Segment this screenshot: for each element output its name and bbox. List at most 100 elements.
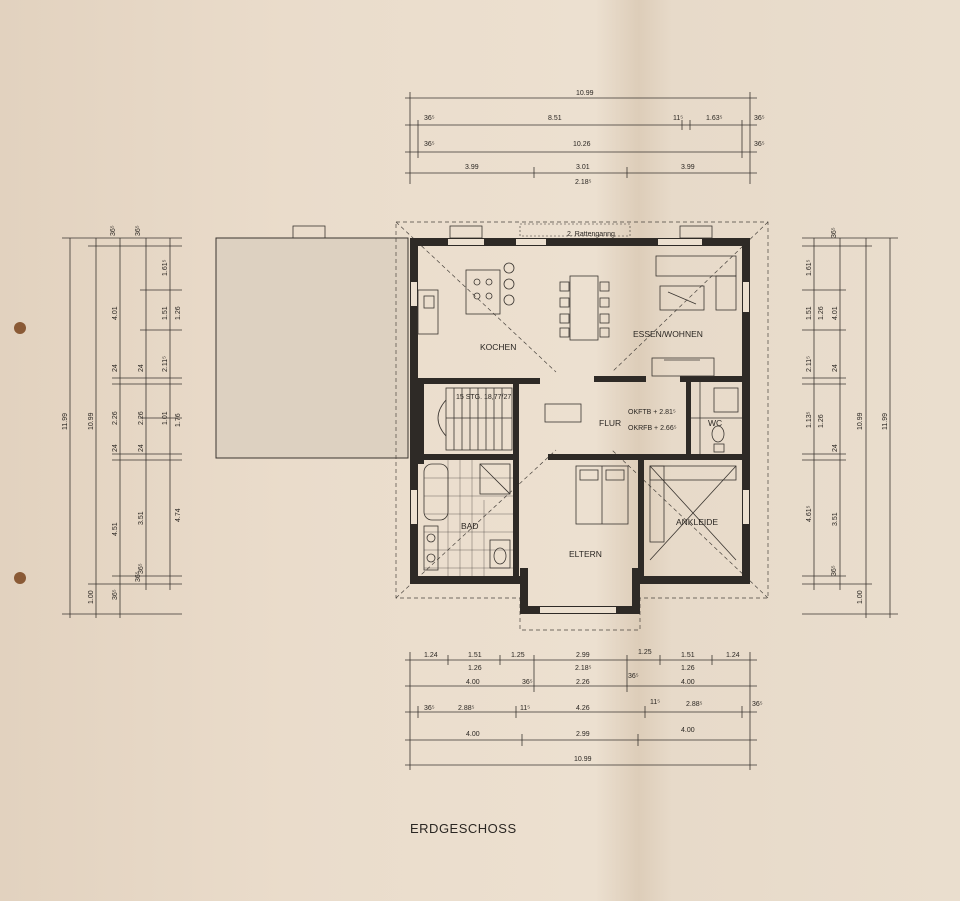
room-label-bad: BAD xyxy=(461,521,478,531)
top-dim-r3-a: 36⁵ xyxy=(424,141,435,148)
level-okftb: OKFTB + 2.81⁵ xyxy=(628,409,676,416)
left-dim-c4-g: 36⁵ xyxy=(135,225,142,236)
right-dimension-lines xyxy=(802,237,898,618)
left-dim-c4-c: 2.26 xyxy=(138,411,145,425)
room-label-flur: FLUR xyxy=(599,418,621,428)
skylight-2 xyxy=(449,225,483,239)
top-dim-r2-d: 1.63⁵ xyxy=(706,115,723,122)
room-label-essen-wohnen: ESSEN/WOHNEN xyxy=(633,329,703,339)
left-dim-c4-b: 24 xyxy=(138,364,145,372)
room-label-ankleide: ANKLEIDE xyxy=(676,517,718,527)
top-dim-r4-c: 2.18⁵ xyxy=(575,179,592,186)
right-dim-c3-a: 4.01 xyxy=(832,306,839,320)
left-dim-c3-a: 4.01 xyxy=(112,306,119,320)
left-dim-c6-c: 4.74 xyxy=(175,508,182,522)
bottom-dim-r4-b: 2.99 xyxy=(576,731,590,738)
bottom-dim-r1-e: 1.25 xyxy=(638,649,652,656)
top-dim-r4-b: 3.01 xyxy=(576,164,590,171)
bottom-dim-total: 10.99 xyxy=(574,756,592,763)
skylight-1 xyxy=(292,225,326,239)
left-dim-c5-e: 36⁵ xyxy=(135,571,142,582)
drawing-title: ERDGESCHOSS xyxy=(410,821,517,836)
right-dim-c1-f: 4.61⁵ xyxy=(806,505,813,522)
punch-hole-top xyxy=(14,322,26,334)
bottom-dim-r4-a: 4.00 xyxy=(466,731,480,738)
terrace-label: 2. Rattenganng xyxy=(567,231,615,238)
window-openings xyxy=(411,239,749,613)
right-dim-c2-c: 24 xyxy=(832,364,839,372)
interior-walls xyxy=(418,376,744,580)
flur-cabinet xyxy=(544,403,582,423)
right-dim-c1-b: 1.61⁵ xyxy=(806,259,813,276)
bottom-dim-r3-c: 11⁵ xyxy=(520,705,530,712)
bottom-dim-r2-b: 36⁵ xyxy=(522,679,533,686)
left-dim-c5-b: 1.51 xyxy=(162,306,169,320)
top-dim-r4-a: 3.99 xyxy=(465,164,479,171)
terrace-area xyxy=(215,237,409,459)
terrace-pavers xyxy=(519,223,631,237)
bottom-dim-r1b-b: 2.18⁵ xyxy=(575,665,592,672)
bottom-dim-r3-d: 4.26 xyxy=(576,705,590,712)
bottom-dim-r1b-a: 1.26 xyxy=(468,665,482,672)
left-dim-c4-e: 3.51 xyxy=(138,511,145,525)
right-dim-c3-c: 1.00 xyxy=(857,590,864,604)
top-dim-r2-c: 11⁵ xyxy=(673,115,683,122)
left-dim-c6-a: 1.26 xyxy=(175,306,182,320)
left-dim-c5-a: 1.61⁵ xyxy=(162,259,169,276)
left-dim-c2-b: 1.00 xyxy=(88,590,95,604)
left-dim-c3-f: 36⁵ xyxy=(112,589,119,600)
wc-furniture xyxy=(711,387,739,453)
left-dim-c3-b: 24 xyxy=(112,364,119,372)
bottom-dimension-lines xyxy=(405,652,757,770)
walk-in-closet xyxy=(649,465,737,561)
bottom-dim-r3-g: 36⁵ xyxy=(752,701,763,708)
top-dim-total: 10.99 xyxy=(576,90,594,97)
top-dim-r2-b: 8.51 xyxy=(548,115,562,122)
living-furniture xyxy=(651,255,737,377)
room-label-wc: WC xyxy=(708,418,722,428)
right-dim-c2-d: 24 xyxy=(832,444,839,452)
bottom-dim-r3-a: 36⁵ xyxy=(424,705,435,712)
right-dim-c2-b: 1.26 xyxy=(818,414,825,428)
top-dim-r4-d: 3.99 xyxy=(681,164,695,171)
bathroom-furniture xyxy=(423,463,511,571)
bottom-dim-r1-g: 1.24 xyxy=(726,652,740,659)
left-dim-c3-c: 2.26 xyxy=(112,411,119,425)
room-label-eltern: ELTERN xyxy=(569,549,602,559)
bottom-dim-r3-e: 11⁵ xyxy=(650,699,660,706)
kitchen-furniture xyxy=(417,262,515,335)
left-dim-c3-d: 24 xyxy=(112,444,119,452)
bottom-dim-r3-f: 2.88⁵ xyxy=(686,701,703,708)
right-dim-c1-g: 36⁵ xyxy=(831,565,838,576)
room-label-kochen: KOCHEN xyxy=(480,342,516,352)
bottom-dim-r1-b: 1.51 xyxy=(468,652,482,659)
bottom-dim-r1-a: 1.24 xyxy=(424,652,438,659)
stairs-label: 15 STG. 18,77/27 xyxy=(456,394,511,401)
right-dim-c1-c: 1.51 xyxy=(806,306,813,320)
left-dim-c4-f: 36⁵ xyxy=(138,563,145,574)
bottom-dim-r1-f: 1.51 xyxy=(681,652,695,659)
double-bed xyxy=(575,465,629,525)
top-dim-r2-e: 36⁵ xyxy=(754,115,765,122)
left-dim-c4-a: 36⁵ xyxy=(110,225,117,236)
left-dimension-lines xyxy=(62,237,182,618)
bottom-dim-r2-a: 4.00 xyxy=(466,679,480,686)
dining-table xyxy=(559,275,610,341)
left-dim-outer: 11.99 xyxy=(62,413,69,430)
right-dim-outer: 11.99 xyxy=(882,413,889,430)
left-dim-c3-e: 4.51 xyxy=(112,522,119,536)
top-dimension-lines xyxy=(405,92,757,184)
bottom-dim-r2-c: 2.26 xyxy=(576,679,590,686)
right-dim-c1-d: 2.11⁵ xyxy=(806,356,813,372)
level-okrfb: OKRFB + 2.66⁵ xyxy=(628,425,677,432)
bottom-dim-r2-e: 4.00 xyxy=(681,679,695,686)
left-dim-c5-c: 2.11⁵ xyxy=(162,356,169,372)
top-dim-r3-b: 10.26 xyxy=(573,141,591,148)
bottom-dim-r1-c: 1.25 xyxy=(511,652,525,659)
left-dim-c6-b: 1.76 xyxy=(175,413,182,427)
left-dim-c4-d: 24 xyxy=(138,444,145,452)
right-dim-c1-a: 36⁵ xyxy=(831,227,838,238)
right-dim-c1-e: 1.13⁵ xyxy=(806,411,813,428)
